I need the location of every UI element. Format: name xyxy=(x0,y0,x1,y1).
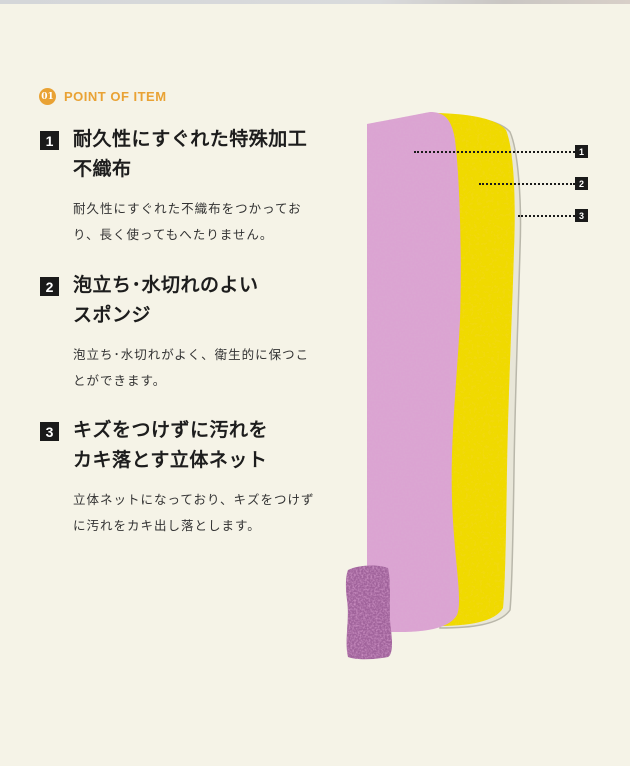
point-number-badge: 3 xyxy=(40,422,59,441)
point-number-badge: 1 xyxy=(40,131,59,150)
net-layer xyxy=(439,113,522,629)
point-description: 立体ネットになっており、キズをつけず に汚れをカキ出し落とします。 xyxy=(73,492,315,533)
point-item-2: 2 泡立ち･水切れのよい スポンジ 泡立ち･水切れがよく、衛生的に保つこ とがで… xyxy=(40,270,340,394)
section-number-badge: 01 xyxy=(39,88,56,105)
point-item-1: 1 耐久性にすぐれた特殊加工 不織布 耐久性にすぐれた不織布をつかってお り、長… xyxy=(40,124,340,248)
callout-dotted-line xyxy=(414,150,575,153)
callout-dotted-line xyxy=(518,214,575,217)
callout-1: 1 xyxy=(414,145,588,158)
callout-badge: 2 xyxy=(575,177,588,190)
top-image-strip xyxy=(0,0,630,4)
point-title: 泡立ち･水切れのよい スポンジ xyxy=(73,274,259,326)
callout-badge: 3 xyxy=(575,209,588,222)
point-item-3: 3 キズをつけずに汚れを カキ落とす立体ネット 立体ネットになっており、キズをつ… xyxy=(40,415,340,539)
point-description: 耐久性にすぐれた不織布をつかってお り、長く使ってもへたりません。 xyxy=(73,201,302,242)
section-title: POINT OF ITEM xyxy=(64,89,167,104)
point-title: 耐久性にすぐれた特殊加工 不織布 xyxy=(73,128,308,180)
point-title: キズをつけずに汚れを カキ落とす立体ネット xyxy=(73,419,269,471)
callout-3: 3 xyxy=(518,209,588,222)
section-header: 01 POINT OF ITEM xyxy=(39,88,167,105)
callout-dotted-line xyxy=(479,182,575,185)
callout-badge: 1 xyxy=(575,145,588,158)
callout-2: 2 xyxy=(479,177,588,190)
point-number-badge: 2 xyxy=(40,277,59,296)
point-description: 泡立ち･水切れがよく、衛生的に保つこ とができます。 xyxy=(73,347,310,388)
pink-nonwoven-layer xyxy=(367,112,461,632)
purple-sponge-piece xyxy=(345,565,392,660)
